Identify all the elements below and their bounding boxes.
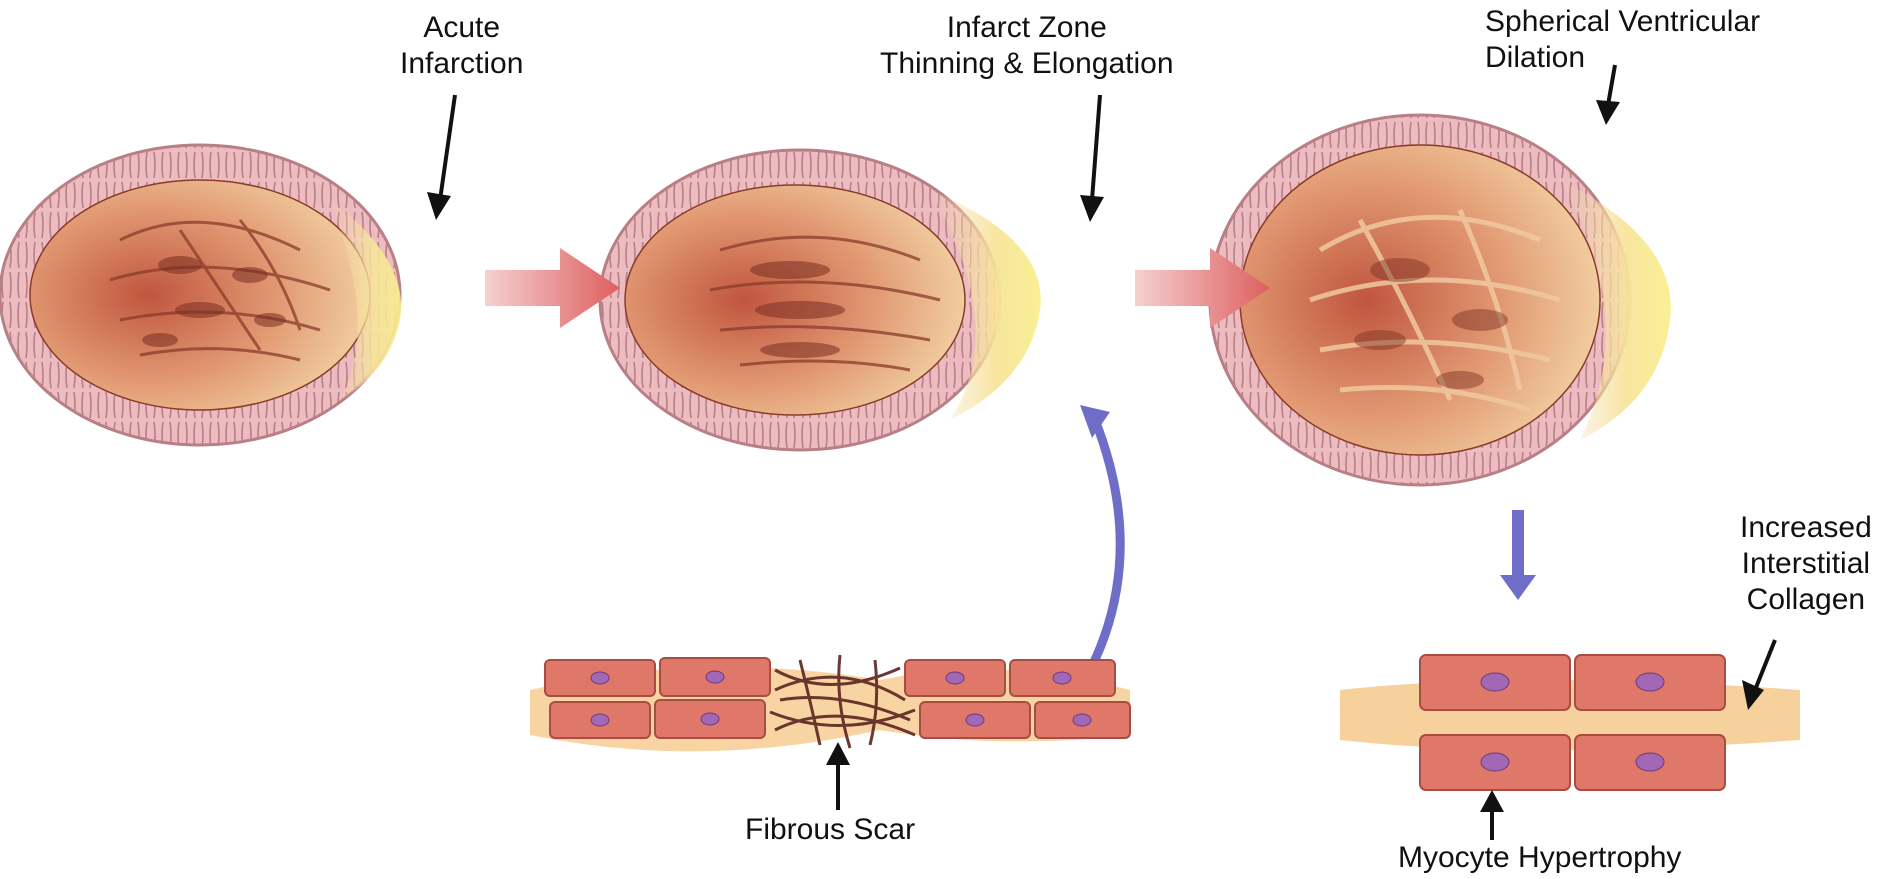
hypertrophy-tissue — [1340, 655, 1800, 790]
heart-spherical-dilation — [1210, 115, 1671, 485]
fibrous-scar-label: Fibrous Scar — [745, 812, 915, 848]
heart-infarct-thinning — [600, 150, 1041, 450]
up-arrow-icon — [826, 742, 850, 810]
acute-infarction-label: Acute Infarction — [400, 10, 523, 82]
myocyte-hypertrophy-label: Myocyte Hypertrophy — [1398, 840, 1681, 876]
down-arrow-icon — [1500, 510, 1536, 600]
down-arrow-icon — [427, 95, 455, 220]
up-arrow-icon — [1480, 790, 1504, 840]
interstitial-collagen-label: Increased Interstitial Collagen — [1740, 510, 1872, 618]
spherical-dilation-label: Spherical Ventricular Dilation — [1485, 4, 1760, 76]
fibrous-scar-tissue — [530, 655, 1130, 751]
infarct-zone-label: Infarct Zone Thinning & Elongation — [880, 10, 1174, 82]
down-arrow-icon — [1080, 95, 1104, 222]
double-headed-arrow-icon — [1068, 405, 1120, 695]
heart-acute-infarction — [0, 145, 401, 445]
